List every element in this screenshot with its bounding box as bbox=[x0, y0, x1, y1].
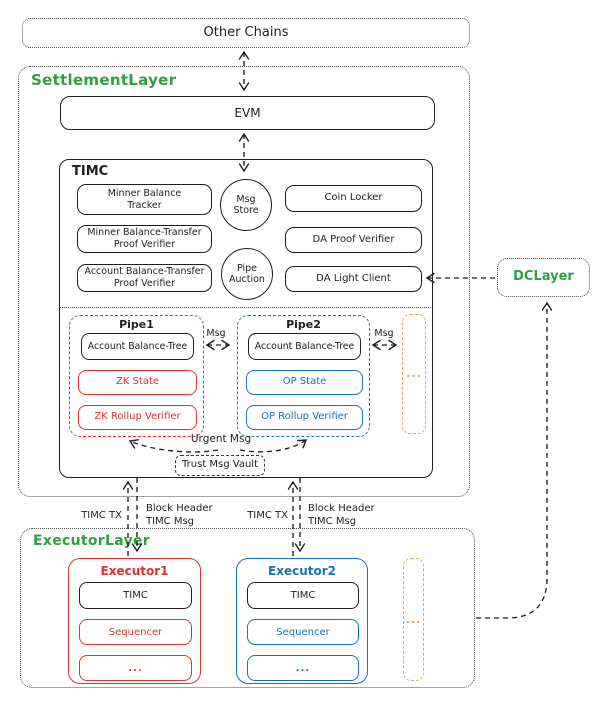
more-pipes-box: ... bbox=[402, 314, 426, 434]
executor1-box: Executor1 TIMC Sequencer ... bbox=[68, 558, 201, 684]
urgent-msg-label: Urgent Msg bbox=[190, 433, 252, 445]
dc-layer-box: DCLayer bbox=[497, 258, 590, 297]
pipe2-box: Pipe2 Account Balance-Tree OP State OP R… bbox=[237, 315, 370, 437]
msg-label-left: Msg bbox=[206, 328, 226, 339]
pipe2-title: Pipe2 bbox=[286, 318, 321, 331]
pipe1-zk-state-box: ZK State bbox=[78, 370, 197, 395]
settlement-layer-box: SettlementLayer EVM TIMC Minner Balance … bbox=[18, 66, 470, 497]
msg-label-right: Msg bbox=[374, 328, 394, 339]
timc-tx-label-left: TIMC TX bbox=[81, 510, 122, 521]
dc-layer-title: DCLayer bbox=[513, 269, 574, 285]
executor1-sequencer-box: Sequencer bbox=[79, 619, 192, 645]
timc-section-divider bbox=[60, 307, 431, 308]
settlement-layer-title: SettlementLayer bbox=[31, 71, 177, 89]
da-light-client-box: DA Light Client bbox=[285, 266, 422, 292]
executor-layer-title: ExecutorLayer bbox=[33, 533, 150, 549]
executor1-timc-box: TIMC bbox=[79, 582, 192, 609]
minner-balance-tracker-box: Minner Balance Tracker bbox=[77, 184, 212, 215]
trust-msg-vault-box: Trust Msg Vault bbox=[175, 455, 265, 476]
pipe-auction-circle: Pipe Auction bbox=[221, 248, 273, 300]
timc-box: TIMC Minner Balance Tracker Minner Balan… bbox=[59, 159, 433, 478]
executor2-sequencer-box: Sequencer bbox=[247, 619, 359, 645]
timc-tx-label-right: TIMC TX bbox=[247, 510, 288, 521]
pipe2-account-balance-tree-box: Account Balance-Tree bbox=[248, 333, 361, 360]
evm-box: EVM bbox=[60, 96, 435, 130]
executor-layer-box: ExecutorLayer Executor1 TIMC Sequencer .… bbox=[20, 528, 475, 688]
evm-label: EVM bbox=[234, 105, 261, 120]
timc-title: TIMC bbox=[72, 164, 109, 179]
da-proof-verifier-box: DA Proof Verifier bbox=[285, 227, 422, 253]
more-executors-box: ... bbox=[403, 558, 424, 681]
executor1-title: Executor1 bbox=[100, 564, 169, 578]
pipe1-box: Pipe1 Account Balance-Tree ZK State ZK R… bbox=[69, 315, 204, 437]
pipe2-op-rollup-verifier-box: OP Rollup Verifier bbox=[246, 405, 363, 430]
msg-store-circle: Msg Store bbox=[220, 179, 272, 231]
executor1-more-box: ... bbox=[79, 655, 192, 681]
account-balance-transfer-proof-verifier-box: Account Balance-Transfer Proof Verifier bbox=[77, 264, 212, 292]
executor2-box: Executor2 TIMC Sequencer ... bbox=[236, 558, 368, 684]
other-chains-label: Other Chains bbox=[203, 24, 289, 40]
minner-balance-transfer-proof-verifier-box: Minner Balance-Transfer Proof Verifier bbox=[77, 225, 212, 253]
block-header-label-right: Block Header TIMC Msg bbox=[308, 503, 375, 527]
executor2-more-box: ... bbox=[247, 655, 359, 681]
other-chains-box: Other Chains bbox=[22, 18, 470, 48]
block-header-label-left: Block Header TIMC Msg bbox=[146, 503, 213, 527]
executor2-title: Executor2 bbox=[268, 564, 336, 578]
pipe1-zk-rollup-verifier-box: ZK Rollup Verifier bbox=[78, 405, 197, 430]
pipe1-title: Pipe1 bbox=[119, 318, 154, 331]
pipe1-account-balance-tree-box: Account Balance-Tree bbox=[81, 333, 194, 360]
arrow-executorlayer-dclayer bbox=[476, 301, 553, 619]
pipe2-op-state-box: OP State bbox=[246, 370, 363, 395]
executor2-timc-box: TIMC bbox=[247, 582, 359, 609]
coin-locker-box: Coin Locker bbox=[285, 185, 422, 212]
